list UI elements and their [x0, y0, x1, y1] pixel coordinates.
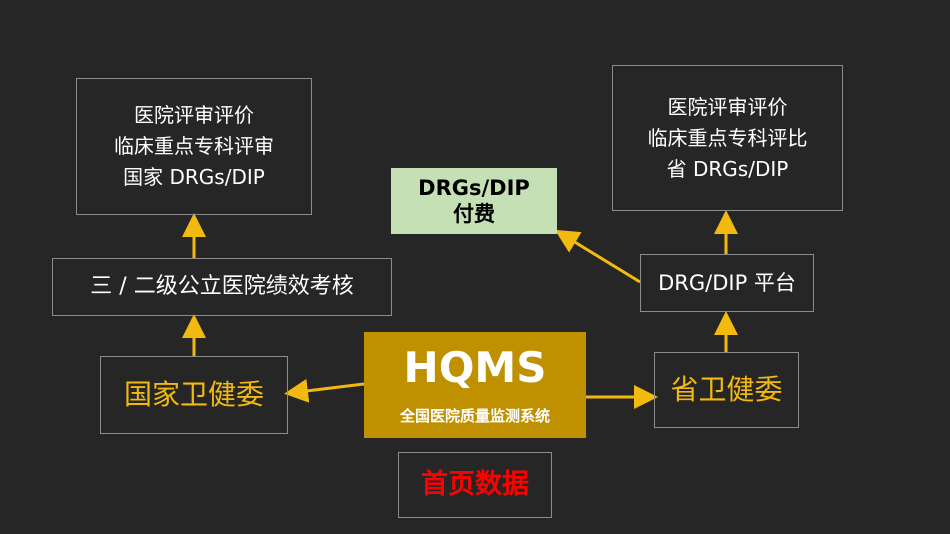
left-top-line-2: 临床重点专科评审: [114, 134, 274, 158]
left-top-line-1: 医院评审评价: [134, 103, 254, 127]
center-box: HQMS 全国医院质量监测系统: [364, 332, 586, 438]
right-top-line-3: 省 DRGs/DIP: [666, 156, 789, 181]
drgs-line-2: 付费: [453, 202, 495, 226]
left-bottom-label: 国家卫健委: [123, 378, 264, 412]
left-top-line-3: 国家 DRGs/DIP: [123, 165, 265, 189]
center-bottom-label: 首页数据: [421, 469, 529, 501]
left-top-box: 医院评审评价 临床重点专科评审 国家 DRGs/DIP: [76, 78, 312, 215]
right-top-line-2: 临床重点专科评比: [647, 125, 808, 150]
left-mid-box: 三 / 二级公立医院绩效考核: [52, 258, 392, 316]
right-bottom-box: 省卫健委: [654, 352, 799, 428]
right-mid-box: DRG/DIP 平台: [640, 254, 814, 312]
center-bottom-box: 首页数据: [398, 452, 552, 518]
right-top-box: 医院评审评价 临床重点专科评比 省 DRGs/DIP: [612, 65, 843, 211]
center-title: HQMS: [403, 343, 547, 393]
right-bottom-label: 省卫健委: [670, 373, 783, 407]
right-top-line-1: 医院评审评价: [667, 94, 788, 119]
drgs-box: DRGs/DIP 付费: [391, 168, 557, 234]
left-bottom-box: 国家卫健委: [100, 356, 288, 434]
center-subtitle: 全国医院质量监测系统: [399, 406, 550, 425]
drgs-line-1: DRGs/DIP: [418, 175, 530, 200]
arrow-hqms-to-national: [284, 378, 365, 403]
right-mid-label: DRG/DIP 平台: [658, 270, 796, 295]
arrow-platform-to-drgs: [554, 229, 641, 284]
left-mid-label: 三 / 二级公立医院绩效考核: [90, 273, 354, 299]
